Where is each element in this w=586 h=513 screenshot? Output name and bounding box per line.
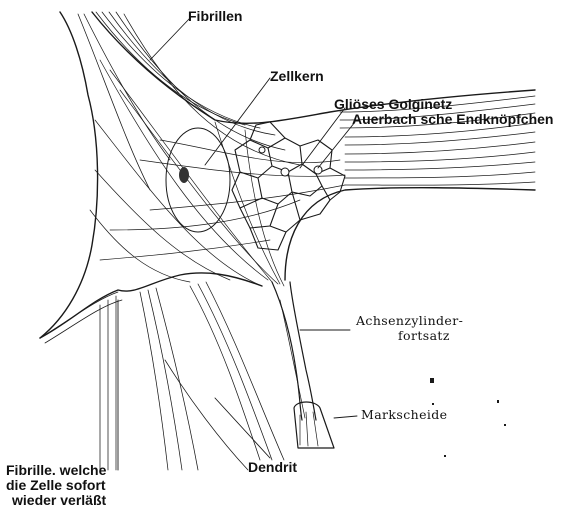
label-fibrille-line-1: Fibrille. welche	[6, 463, 106, 478]
label-fibrillen: Fibrillen	[188, 9, 242, 23]
axon	[272, 282, 316, 420]
label-glioeses-golginetz: Gliöses Golginetz	[334, 97, 452, 111]
label-zellkern: Zellkern	[270, 69, 324, 83]
label-markscheide: Markscheide	[361, 409, 447, 422]
nucleolus	[179, 167, 189, 183]
golgi-network	[232, 122, 345, 250]
label-achsenzylinder-line-1: Achsenzylinder-	[356, 315, 463, 328]
label-auerbach-endknoepfchen: Auerbach sche Endknöpfchen	[352, 112, 553, 126]
leader-markscheide	[334, 416, 357, 418]
leader-golginetz	[300, 108, 345, 168]
label-fibrille-line-2: die Zelle sofort	[6, 478, 106, 493]
end-bulb	[259, 147, 265, 153]
label-fibrille: Fibrille. welche die Zelle sofort wieder…	[6, 463, 106, 508]
nucleus	[166, 128, 230, 232]
label-fibrille-line-3: wieder verläßt	[6, 493, 106, 508]
label-dendrit: Dendrit	[248, 460, 297, 474]
label-achsenzylinder-line-2: fortsatz	[398, 330, 450, 343]
fibrils-lower-processes	[40, 282, 284, 470]
leader-lines	[118, 18, 357, 470]
fibrils-through-cell	[90, 60, 345, 286]
end-bulb	[281, 168, 289, 176]
fibrils-upper-process	[78, 12, 300, 190]
leader-fibrillen	[150, 18, 190, 60]
end-bulb	[314, 166, 322, 174]
